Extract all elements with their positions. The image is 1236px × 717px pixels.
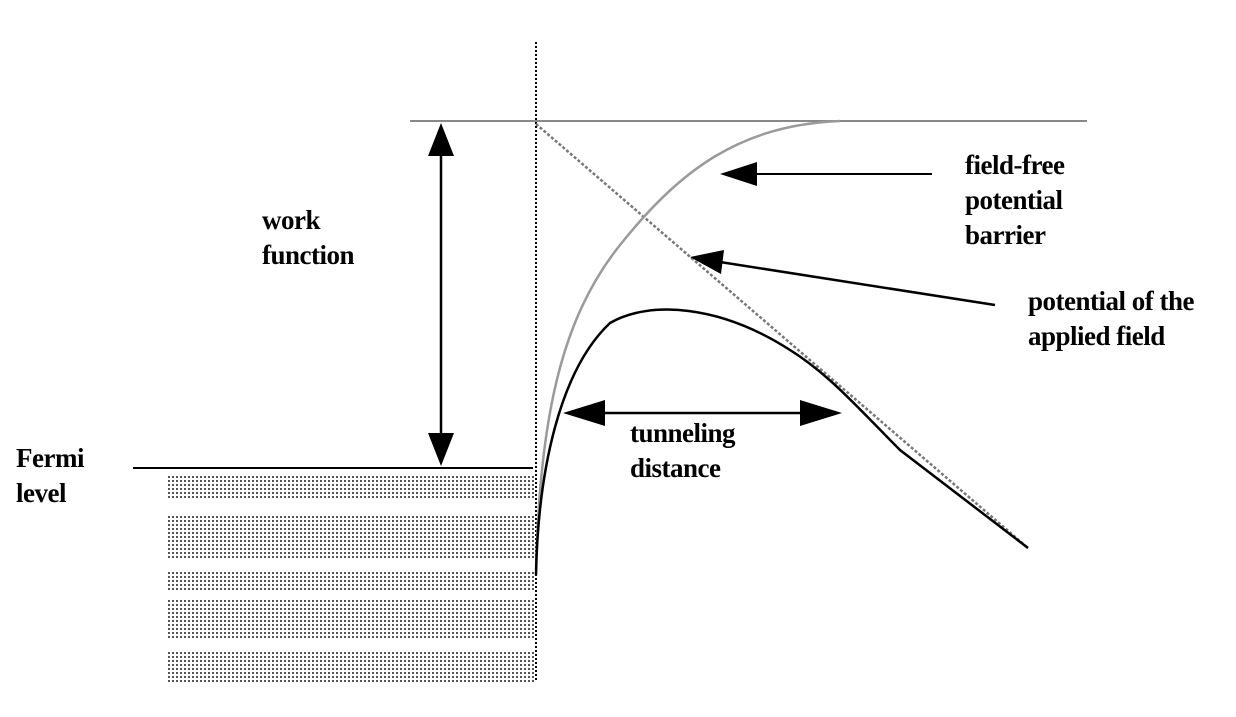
field-free-pointer-arrow — [720, 162, 932, 186]
work-function-arrow — [428, 123, 454, 466]
tunneling-distance-arrow — [563, 400, 842, 426]
field-free-barrier-curve — [534, 119, 841, 571]
combined-barrier-curve — [534, 308, 1029, 576]
work-function-label: work function — [262, 205, 355, 270]
applied-field-pointer-arrow — [690, 250, 996, 307]
applied-field-line — [535, 123, 1029, 549]
field-free-barrier-label: field-free potential barrier — [965, 150, 1065, 250]
metal-filled-region — [166, 474, 536, 682]
tunneling-distance-label: tunneling distance — [630, 418, 736, 483]
fermi-level-label: Fermi level — [16, 443, 84, 508]
applied-field-potential-label: potential of the applied field — [1028, 286, 1194, 351]
